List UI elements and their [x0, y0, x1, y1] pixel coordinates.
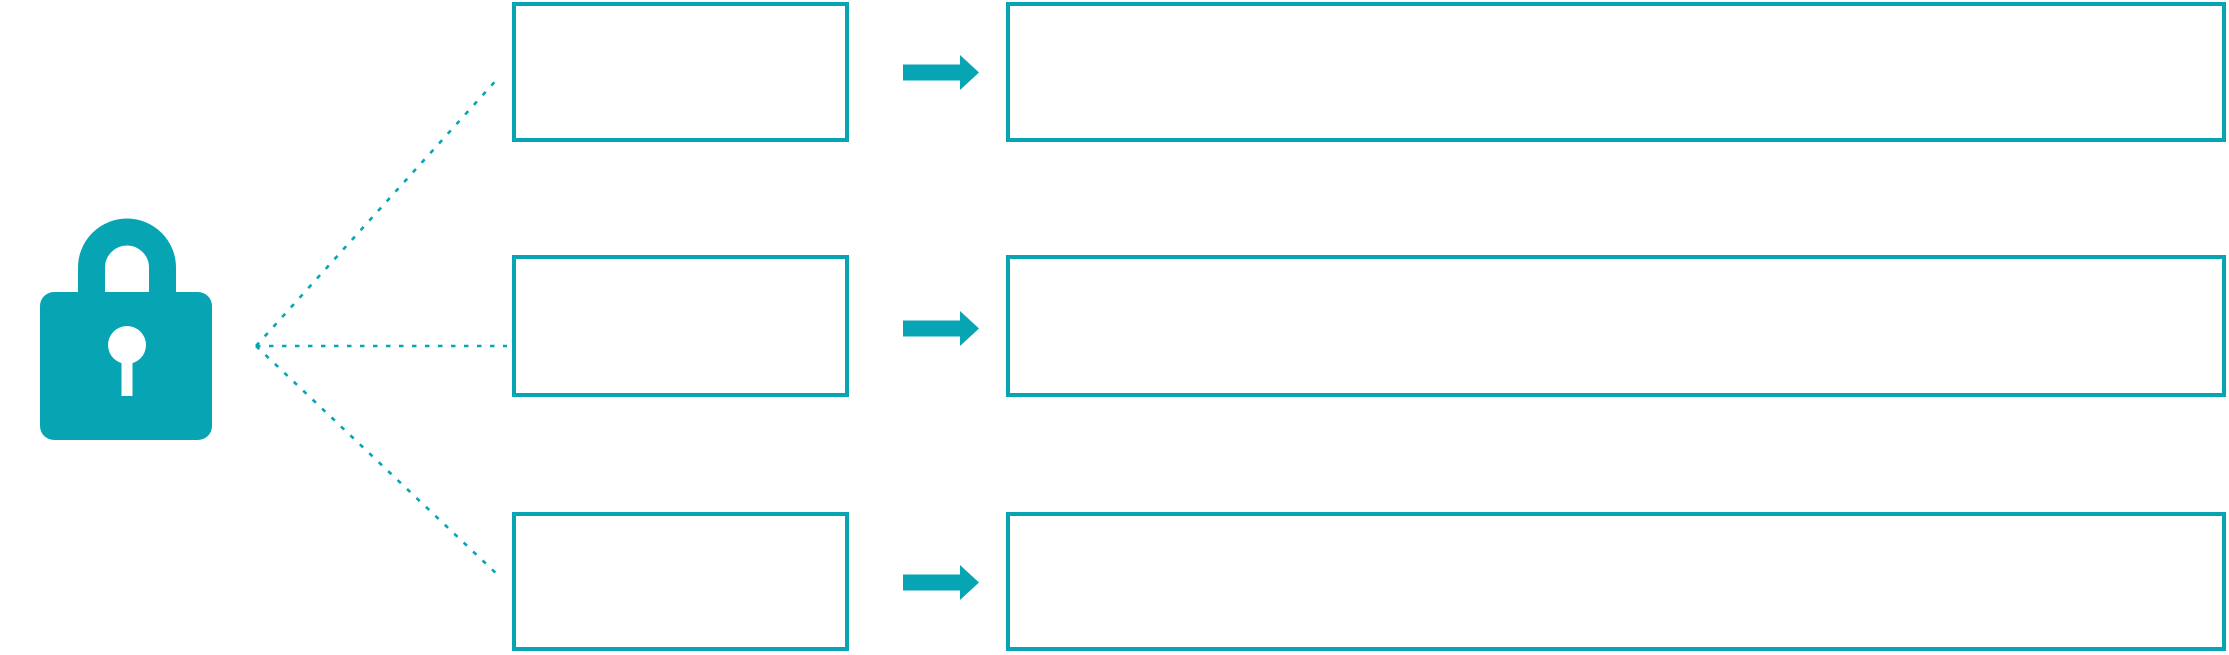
arrow-right-icon: [903, 311, 979, 346]
detail-box: [1006, 2, 2226, 142]
lock-shackle: [78, 218, 176, 322]
detail-box: [1006, 512, 2226, 651]
connector-line-bottom: [255, 345, 501, 578]
connector-line-top: [255, 75, 501, 347]
topic-box: [512, 255, 849, 397]
lock-keyhole-stem: [121, 354, 133, 396]
topic-box: [512, 512, 849, 651]
lock-keyhole-circle: [108, 326, 146, 364]
lock-icon: [40, 218, 212, 440]
arrow-right-icon: [903, 565, 979, 600]
topic-box: [512, 2, 849, 142]
detail-box: [1006, 255, 2226, 397]
arrow-right-icon: [903, 55, 979, 90]
